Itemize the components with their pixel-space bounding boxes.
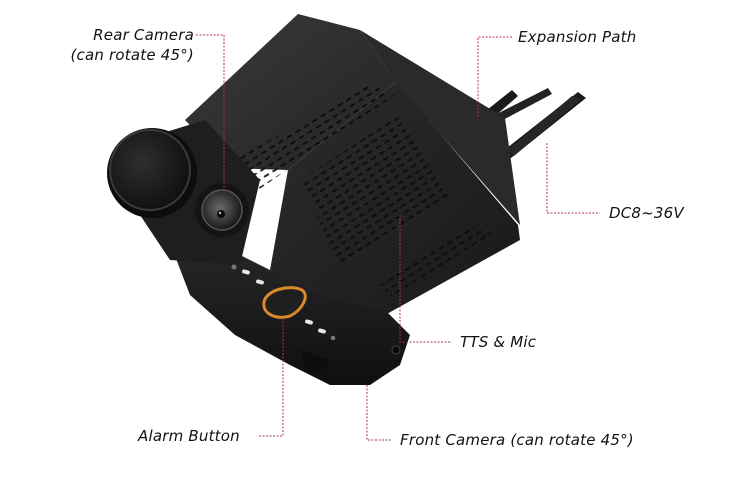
callout-front-camera: Front Camera (can rotate 45°) [400, 431, 634, 449]
callout-rear-camera: Rear Camera (can rotate 45°) [70, 25, 194, 65]
status-leds [231, 264, 336, 341]
callout-rear-camera-line2: (can rotate 45°) [70, 46, 194, 64]
leader-lines [196, 34, 600, 441]
callout-alarm-button: Alarm Button [138, 427, 240, 445]
callout-rear-camera-line1: Rear Camera [93, 26, 194, 44]
rear-camera-cap [107, 128, 197, 218]
rear-camera-lens[interactable] [195, 183, 249, 237]
callout-expansion-path: Expansion Path [518, 28, 637, 46]
device-top-face [185, 14, 396, 170]
callout-dc-input: DC8~36V [609, 204, 684, 222]
front-camera-bump [300, 350, 330, 375]
mic-hole [391, 345, 401, 355]
alarm-button-shape[interactable] [262, 286, 307, 319]
callout-tts-mic: TTS & Mic [460, 333, 537, 351]
